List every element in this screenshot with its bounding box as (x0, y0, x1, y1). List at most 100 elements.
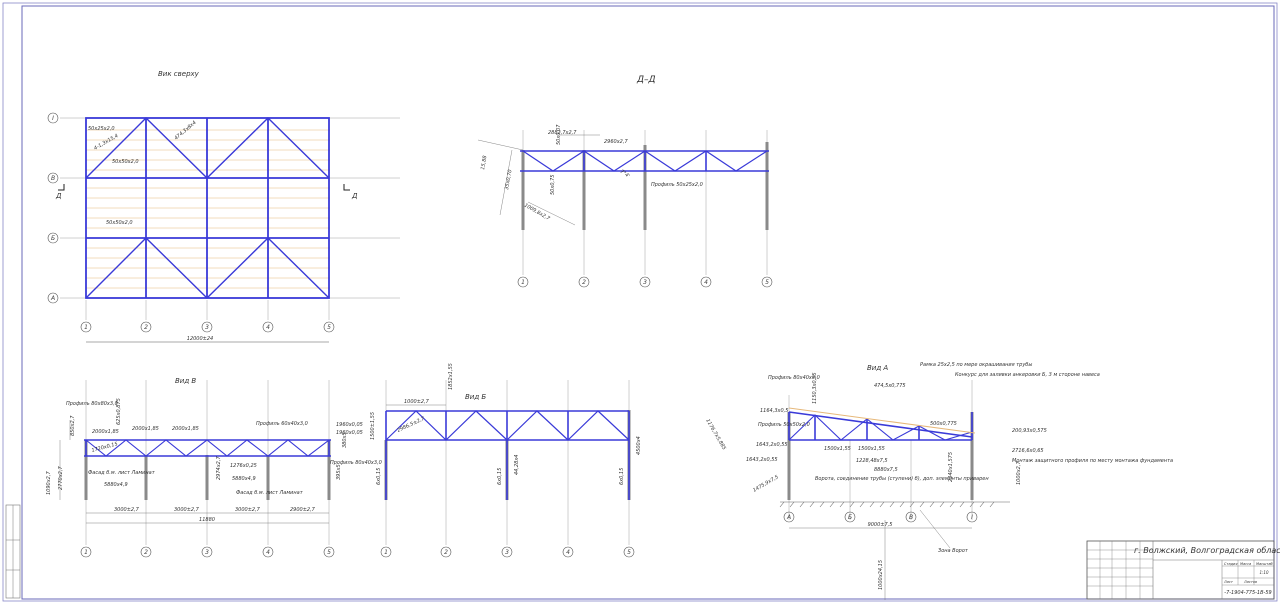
drawing-label: 1500x1,55 (858, 446, 885, 452)
drawing-label: 1852x1,55 (448, 363, 454, 390)
drawing-label: А (50, 295, 55, 302)
drawing-label: 2960x2,7 (604, 139, 628, 145)
drawing-label: 50x0,07 (556, 124, 562, 145)
drawing-label: 15,88 (480, 155, 488, 170)
drawing-label: Профиль 80x40x3,0 (330, 460, 382, 466)
drawing-label: 850x2,7 (70, 415, 76, 436)
drawing-label: 380x5 (342, 432, 348, 448)
drawing-label: 1176,7x5,885 (704, 418, 727, 451)
drawing-label: 1643,2x0,55 (756, 442, 788, 448)
drawing-label: Монтаж защитного профиля по месту монтаж… (1012, 458, 1173, 464)
sheet-inner-frame (21, 5, 1275, 600)
drawing-label: А (786, 514, 791, 521)
drawing-label: 395x5 (336, 464, 342, 480)
drawing-label: 3 (205, 324, 209, 331)
drawing-label: 4 (266, 324, 270, 331)
drawing-label: 2986,5±2,7 (396, 416, 426, 434)
view-dd: Д–Д 1 2 (477, 75, 773, 288)
drawing-label: 7°4' (619, 169, 631, 180)
drawing-label: 1960x0,05 (336, 422, 363, 428)
drawing-label: 1475,9x7,5 (752, 474, 780, 493)
drawing-label: Профиль 60x40x3,0 (256, 421, 308, 427)
drawing-label: 474,5x0,775 (874, 383, 906, 389)
dd-truss (520, 150, 769, 172)
drawing-label: 1960x0,05 (336, 430, 363, 436)
drawing-label: 2000x1,85 (92, 429, 119, 435)
drawing-label: 2000x1,85 (132, 426, 159, 432)
view-v: Вид В 30 (46, 377, 382, 558)
drawing-label: Зона Ворот (938, 548, 969, 554)
drawing-label: 44,28x4 (514, 455, 520, 475)
drawing-label: 11880 (199, 517, 215, 523)
drawing-label: 1090x2,7 (46, 471, 52, 495)
v-truss (84, 439, 331, 457)
drawing-label: Профиль 50x25x2,0 (651, 182, 703, 188)
top-rafters (86, 129, 330, 289)
top-section-marks (58, 184, 350, 191)
drawing-label: 1276x0,25 (230, 463, 257, 469)
drawing-label: 1228,48x7,5 (856, 458, 888, 464)
drawing-label: 5880x4,9 (104, 482, 128, 488)
drawing-label: 3000±2,7 (174, 507, 200, 513)
view-top-title: Вик сверху (158, 70, 200, 78)
drawing-label: Стадия (1224, 562, 1237, 566)
drawing-label: Рамка 25х2,5 по мере окрашивания трубы (920, 362, 1032, 368)
b-col-bubbles: 1 2 3 4 5 (380, 546, 635, 558)
drawing-label: Д (55, 192, 62, 200)
drawing-label: Конкурс для заливки анкеровки Б, 3 м сто… (955, 372, 1100, 378)
drawing-label: 1150,3x0,55 (812, 372, 818, 404)
drawing-label: Профиль 80x80x3,0 (66, 401, 118, 407)
title-block: г. Волжский, Волгоградская область Стади… (1086, 540, 1280, 600)
drawing-label: 1009,8x2,7 (523, 203, 551, 223)
view-top: Вик сверху (47, 70, 400, 343)
drawing-label: 3 (505, 549, 509, 556)
view-dd-title: Д–Д (636, 75, 656, 85)
drawing-label: 1 (384, 549, 388, 556)
view-b: Вид Б 1 2 3 (370, 363, 642, 558)
drawing-label: 6x0,15 (497, 468, 503, 485)
drawing-label: 6x0,15 (376, 468, 382, 485)
drawing-label: 50x0,75 (550, 175, 556, 195)
drawing-label: 1643,2x0,55 (746, 457, 778, 463)
drawing-label: 2716,6x0,65 (1012, 448, 1044, 454)
drawing-label: 5 (627, 549, 631, 556)
drawing-label: 2 (582, 279, 586, 286)
drawing-label: I (52, 115, 54, 122)
drawing-label: Б (848, 514, 852, 521)
drawing-label: 2 (444, 549, 448, 556)
drawing-label: Листов (1243, 580, 1257, 584)
drawing-label: 3000±2,7 (114, 507, 140, 513)
view-v-title: Вид В (175, 377, 196, 385)
view-a-title: Вид А (867, 364, 888, 372)
drawing-label: 3 (643, 279, 647, 286)
drawing-label: 5 (327, 324, 331, 331)
drawing-label: 1000x2,7 (1016, 461, 1022, 485)
drawing-label: 2770x2,7 (58, 466, 64, 490)
drawing-label: 474,3x8x4 (173, 120, 197, 142)
drawing-label: 4500x4 (636, 436, 642, 455)
drawing-label: Фасад б.м. лист Ламинат (88, 470, 156, 476)
view-a: Вид А (704, 362, 1173, 600)
drawing-label: 625x0,875 (116, 398, 122, 425)
top-overall-dim: 12000±24 (187, 336, 213, 342)
drawing-label: 5 (327, 549, 331, 556)
drawing-label: 2974x2,7 (216, 456, 222, 480)
dd-col-bubbles: 1 2 3 4 5 (517, 276, 773, 288)
drawing-label: 1500x1,55 (824, 446, 851, 452)
view-b-title: Вид Б (465, 393, 486, 401)
drawing-label: 4 (266, 549, 270, 556)
drawing-label: Профиль 80x40x3,0 (768, 375, 820, 381)
drawing-label: Профиль 50x50x2,0 (758, 422, 810, 428)
drawing-label: 35x0,70 (504, 169, 513, 190)
drawing-label: Лист (1223, 580, 1234, 584)
drawing-label: 50x50x2,0 (106, 220, 133, 226)
drawing-label: 50x50x2,0 (112, 159, 139, 165)
top-axis-lines (60, 117, 400, 320)
drawing-label: 3 (205, 549, 209, 556)
drawing-label: В (909, 514, 913, 521)
drawing-label: 2882,7x2,7 (548, 130, 577, 136)
location-text: г. Волжский, Волгоградская область (1134, 546, 1280, 555)
drawing-label: Д (351, 192, 358, 200)
